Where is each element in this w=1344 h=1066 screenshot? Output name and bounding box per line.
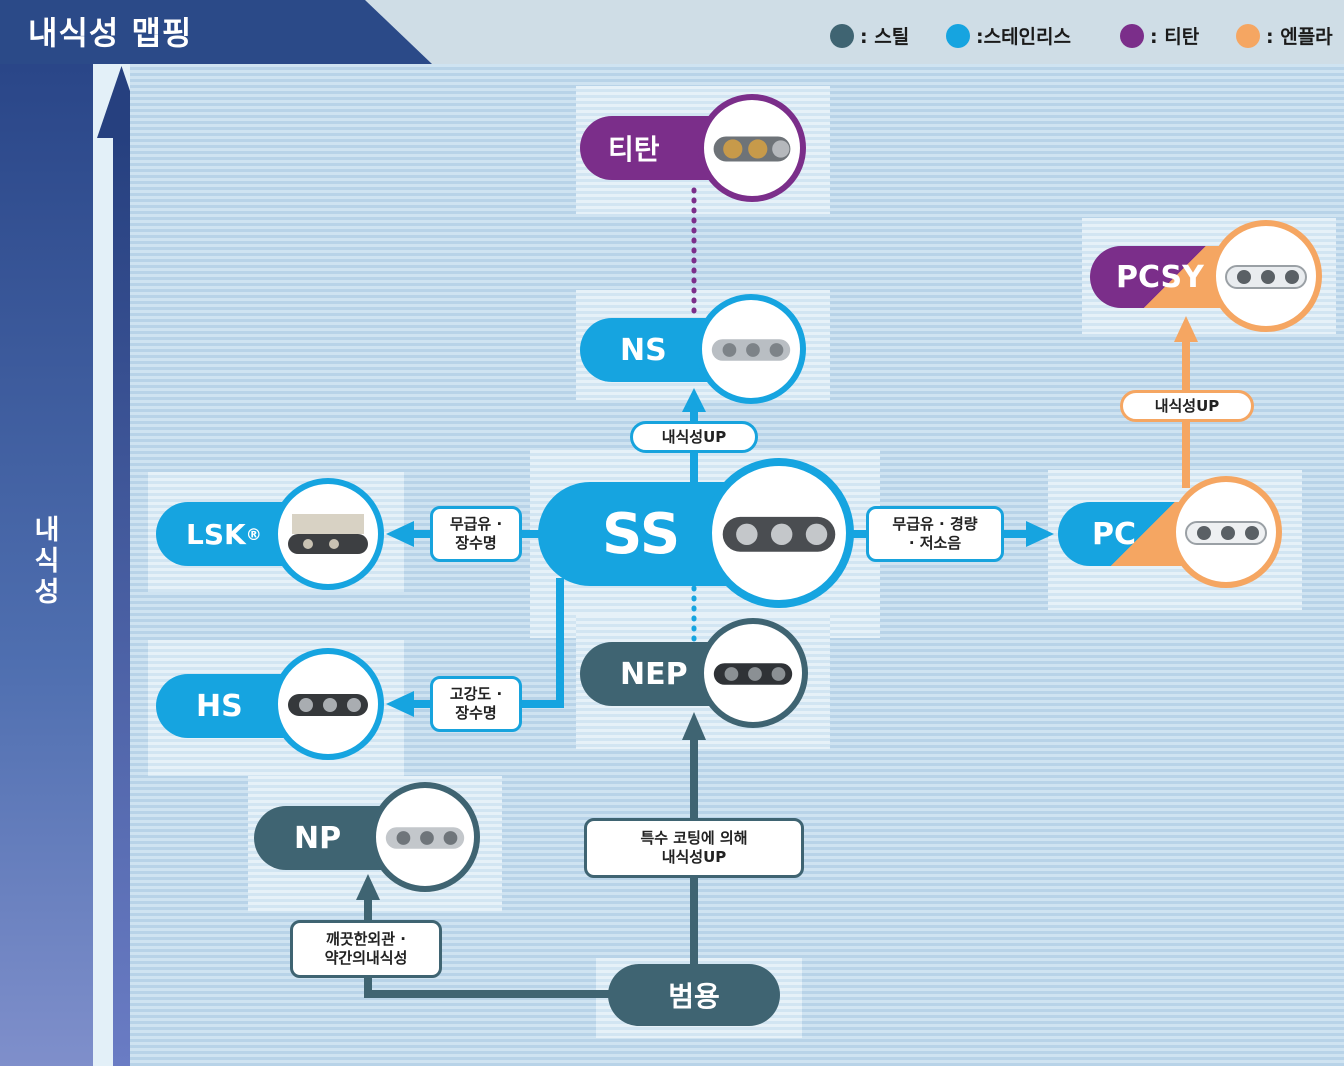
plastic-dot-icon — [1236, 23, 1260, 48]
nep-arrow-head-icon — [682, 712, 706, 740]
axis-label: 내식성 — [34, 515, 60, 608]
node-ns-label: NS — [620, 332, 667, 368]
label-lsk: 무급유 · 장수명 — [430, 506, 522, 562]
ns-chain-icon — [711, 339, 791, 361]
np-chain-icon — [385, 827, 465, 849]
legend-steel: : 스틸 — [830, 22, 909, 49]
pcsy-arrow-head-icon — [1174, 316, 1198, 342]
label-pcsy-up: 내식성UP — [1120, 390, 1254, 422]
node-np-label: NP — [294, 820, 342, 856]
label-ns-up: 내식성UP — [630, 421, 758, 453]
nep-chain-photo — [698, 618, 808, 728]
nep-chain-icon — [713, 663, 793, 685]
lsk-chain-icon — [288, 514, 368, 554]
hs-arrow-head-icon — [386, 691, 414, 717]
label-hs: 고강도 · 장수명 — [430, 676, 522, 732]
ns-chain-photo — [696, 294, 806, 404]
axis-arrow-shaft — [113, 136, 130, 1066]
page-title: 내식성 맵핑 — [28, 14, 193, 52]
node-general-label: 범용 — [668, 980, 720, 1013]
node-hs-label: HS — [196, 688, 243, 724]
pc-arrow-head-icon — [1026, 521, 1054, 547]
node-pc-label: PC — [1092, 516, 1137, 552]
legend-stainless: :스테인리스 — [946, 22, 1071, 49]
label-nep: 특수 코팅에 의해 내식성UP — [584, 818, 804, 878]
node-lsk-label: LSK — [186, 517, 246, 551]
node-general[interactable]: 범용 — [608, 964, 780, 1026]
titan-chain-icon — [713, 136, 791, 162]
steel-dot-icon — [830, 23, 854, 48]
np-chain-photo — [370, 782, 480, 892]
legend-plastic: : 엔플라 — [1236, 22, 1333, 49]
stainless-dot-icon — [946, 23, 970, 48]
axis-column — [0, 64, 93, 1066]
hs-chain-icon — [288, 694, 368, 716]
titan-chain-photo — [698, 94, 806, 202]
np-arrow-head-icon — [356, 874, 380, 900]
node-titan-label: 티탄 — [608, 133, 660, 166]
titan-dot-icon — [1120, 23, 1144, 48]
ns-arrow-head-icon — [682, 388, 706, 412]
label-np: 깨끗한외관 · 약간의내식성 — [290, 920, 442, 978]
node-pcsy-label: PCSY — [1116, 259, 1204, 295]
hs-chain-photo — [272, 648, 384, 760]
legend-titan: : 티탄 — [1120, 22, 1199, 49]
label-pc: 무급유 · 경량 · 저소음 — [866, 506, 1004, 562]
lsk-arrow-head-icon — [386, 521, 414, 547]
pcsy-chain-photo — [1210, 220, 1322, 332]
pc-chain-icon — [1185, 521, 1267, 545]
title-tab — [0, 0, 432, 64]
pcsy-chain-icon — [1225, 265, 1307, 289]
ss-chain-photo — [704, 458, 854, 608]
node-nep-label: NEP — [620, 656, 688, 692]
node-ss-label: SS — [602, 501, 681, 567]
lsk-chain-photo — [272, 478, 384, 590]
ss-chain-icon — [722, 516, 836, 552]
node-lsk-registered-mark: ® — [245, 524, 262, 544]
pc-chain-photo — [1170, 476, 1282, 588]
np-arrow-horizontal — [364, 990, 614, 998]
hs-arrow-vertical — [556, 578, 564, 708]
